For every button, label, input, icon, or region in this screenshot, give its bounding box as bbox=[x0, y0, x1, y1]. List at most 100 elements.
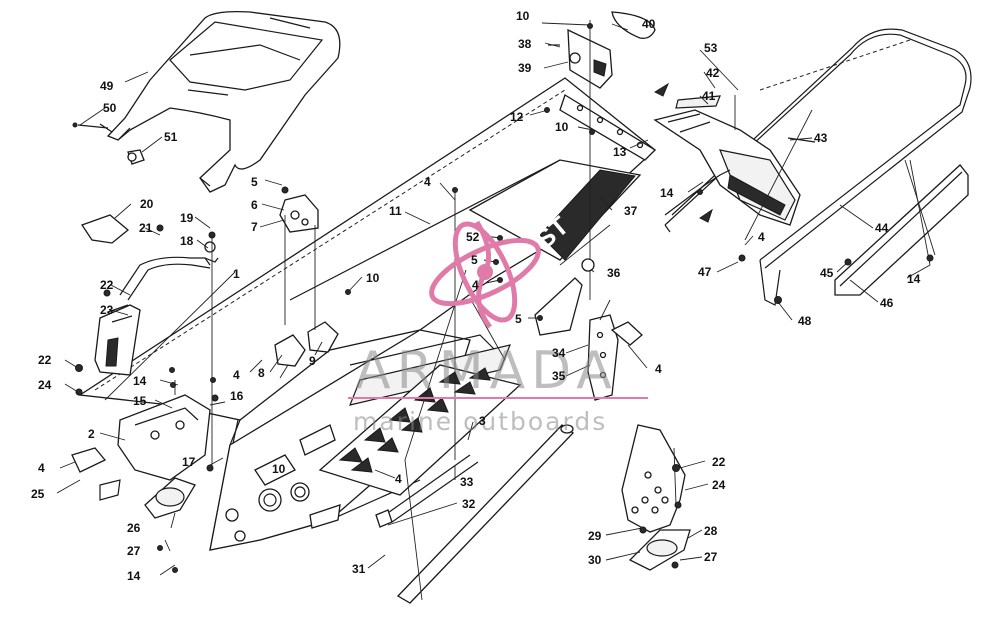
bracket-38-part bbox=[548, 28, 613, 89]
callout-label: 10 bbox=[272, 462, 286, 476]
callout-label: 44 bbox=[875, 221, 889, 235]
callout-label: 6 bbox=[251, 198, 258, 212]
callout-label: 10 bbox=[366, 271, 380, 285]
callout-label: 51 bbox=[164, 130, 178, 144]
callout-label: 43 bbox=[814, 131, 828, 145]
callout-label: 53 bbox=[704, 41, 718, 55]
callout-label: 15 bbox=[133, 394, 147, 408]
step-26-part bbox=[144, 477, 196, 519]
callout-label: 25 bbox=[31, 487, 45, 501]
watermark-tagline: marine outboards bbox=[353, 407, 607, 436]
callout-label: 5 bbox=[471, 253, 478, 267]
footrest-part bbox=[621, 424, 691, 571]
callout-label: 4 bbox=[38, 461, 45, 475]
callout-label: 9 bbox=[309, 354, 316, 368]
lens-part bbox=[675, 95, 816, 143]
callout-label: 13 bbox=[613, 145, 627, 159]
callout-label: 4 bbox=[424, 175, 431, 189]
callout-label: 48 bbox=[798, 314, 812, 328]
callout-label: 26 bbox=[127, 521, 141, 535]
callout-label: 14 bbox=[660, 186, 674, 200]
callout-label: 14 bbox=[133, 374, 147, 388]
callout-label: 14 bbox=[127, 569, 141, 583]
callout-label: 35 bbox=[552, 369, 566, 383]
callout-label: 39 bbox=[518, 61, 532, 75]
callout-label: 5 bbox=[515, 312, 522, 326]
callout-label: 33 bbox=[460, 475, 474, 489]
watermark-logo-icon bbox=[429, 220, 541, 329]
callout-label: 27 bbox=[127, 544, 141, 558]
callout-label: 8 bbox=[258, 366, 265, 380]
seat-fastener-part bbox=[77, 123, 145, 165]
watermark-brand: ARMADA bbox=[355, 341, 618, 401]
callout-label: 32 bbox=[462, 497, 476, 511]
callout-label: 7 bbox=[251, 220, 258, 234]
callout-label: 19 bbox=[180, 211, 194, 225]
callout-label: 24 bbox=[712, 478, 726, 492]
callout-label: 28 bbox=[704, 524, 718, 538]
callout-label: 41 bbox=[702, 89, 716, 103]
callout-labels: 1 2 3 4 5 6 7 8 9 10 11 12 13 14 15 16 1… bbox=[31, 9, 921, 583]
callout-label: 36 bbox=[607, 266, 621, 280]
bracket-40-part bbox=[611, 11, 656, 39]
bracket-7-part bbox=[279, 194, 319, 233]
bar-31-part bbox=[396, 424, 574, 604]
callout-label: 21 bbox=[139, 221, 153, 235]
callout-label: 4 bbox=[395, 472, 402, 486]
watermark: ARMADA marine outboards bbox=[348, 220, 648, 436]
callout-label: 10 bbox=[555, 120, 569, 134]
arrow-mark bbox=[699, 208, 713, 223]
callout-label: 14 bbox=[907, 272, 921, 286]
front-panel-part bbox=[71, 394, 211, 501]
callout-label: 37 bbox=[624, 204, 638, 218]
callout-label: 4 bbox=[655, 362, 662, 376]
callout-label: 3 bbox=[479, 414, 486, 428]
callout-label: 31 bbox=[352, 562, 366, 576]
callout-label: 34 bbox=[552, 346, 566, 360]
callout-label: 38 bbox=[518, 37, 532, 51]
callout-label: 42 bbox=[706, 66, 720, 80]
callout-label: 23 bbox=[100, 303, 114, 317]
callout-label: 49 bbox=[100, 79, 114, 93]
callout-label: 22 bbox=[100, 278, 114, 292]
callout-label: 45 bbox=[820, 266, 834, 280]
leader-lines bbox=[56, 20, 936, 601]
callout-label: 29 bbox=[588, 529, 602, 543]
handle-18-part bbox=[119, 241, 219, 301]
callout-label: 11 bbox=[389, 204, 402, 218]
callout-label: 4 bbox=[472, 278, 479, 292]
gusset-8-part bbox=[274, 321, 339, 367]
callout-label: 4 bbox=[758, 230, 765, 244]
callout-label: 50 bbox=[103, 101, 117, 115]
callout-label: 47 bbox=[698, 265, 712, 279]
arrow-mark bbox=[653, 82, 670, 97]
callout-label: 24 bbox=[38, 378, 52, 392]
bracket-34-part bbox=[534, 277, 643, 401]
bumper-part bbox=[664, 28, 972, 306]
callout-label: 16 bbox=[230, 389, 244, 403]
callout-label: 27 bbox=[704, 550, 718, 564]
callout-label: 46 bbox=[880, 296, 894, 310]
tunnel-part bbox=[78, 77, 657, 551]
rear-plate-part bbox=[559, 94, 657, 161]
small-fasteners bbox=[72, 23, 934, 573]
callout-label: 30 bbox=[588, 553, 602, 567]
cover-20-part bbox=[80, 214, 130, 244]
callout-label: 17 bbox=[182, 455, 196, 469]
callout-label: 2 bbox=[88, 427, 95, 441]
bar-32-part bbox=[375, 454, 479, 528]
callout-label: 22 bbox=[38, 353, 52, 367]
callout-label: 1 bbox=[233, 267, 240, 281]
callout-label: 40 bbox=[642, 17, 656, 31]
callout-label: 52 bbox=[466, 230, 480, 244]
callout-label: 10 bbox=[516, 9, 530, 23]
taillight-part bbox=[653, 109, 801, 226]
callout-label: 18 bbox=[180, 234, 194, 248]
seat-part bbox=[106, 10, 341, 193]
callout-label: 12 bbox=[510, 110, 524, 124]
callout-label: 5 bbox=[251, 175, 258, 189]
callout-label: 22 bbox=[712, 455, 726, 469]
snowflap-part bbox=[834, 164, 969, 296]
